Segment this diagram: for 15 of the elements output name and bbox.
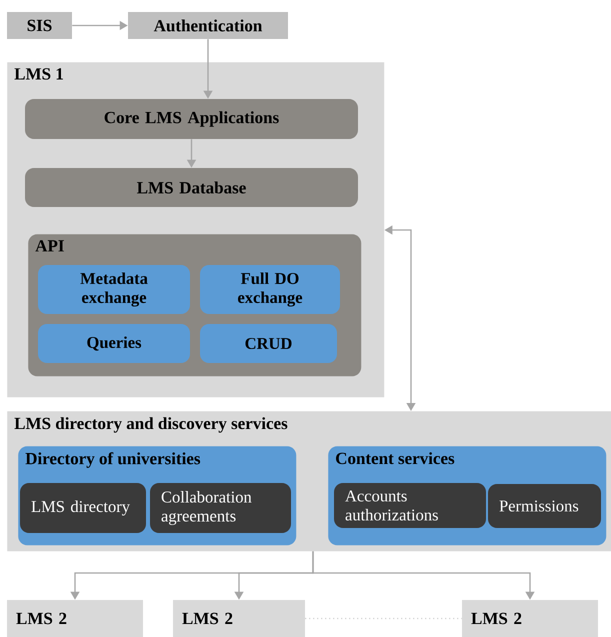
simple-box: LMS 2 (173, 600, 305, 637)
simple-box: LMS 2 (7, 600, 143, 637)
rounded-box: Queries (38, 324, 190, 363)
simple-box: SIS (7, 12, 72, 39)
simple-box: LMS 2 (462, 600, 598, 637)
rounded-box: LMS directory (20, 483, 146, 533)
rounded-box: Accounts authorizations (334, 483, 486, 528)
rounded-box: Full DO exchange (200, 265, 340, 314)
simple-box: Authentication (128, 12, 288, 39)
rounded-box: Core LMS Applications (25, 99, 358, 139)
rounded-box: CRUD (200, 324, 337, 363)
rounded-box: Metadata exchange (38, 265, 190, 314)
rounded-box: Permissions (488, 484, 601, 528)
rounded-box: Collaboration agreements (150, 483, 291, 533)
rounded-box: LMS Database (25, 168, 358, 207)
